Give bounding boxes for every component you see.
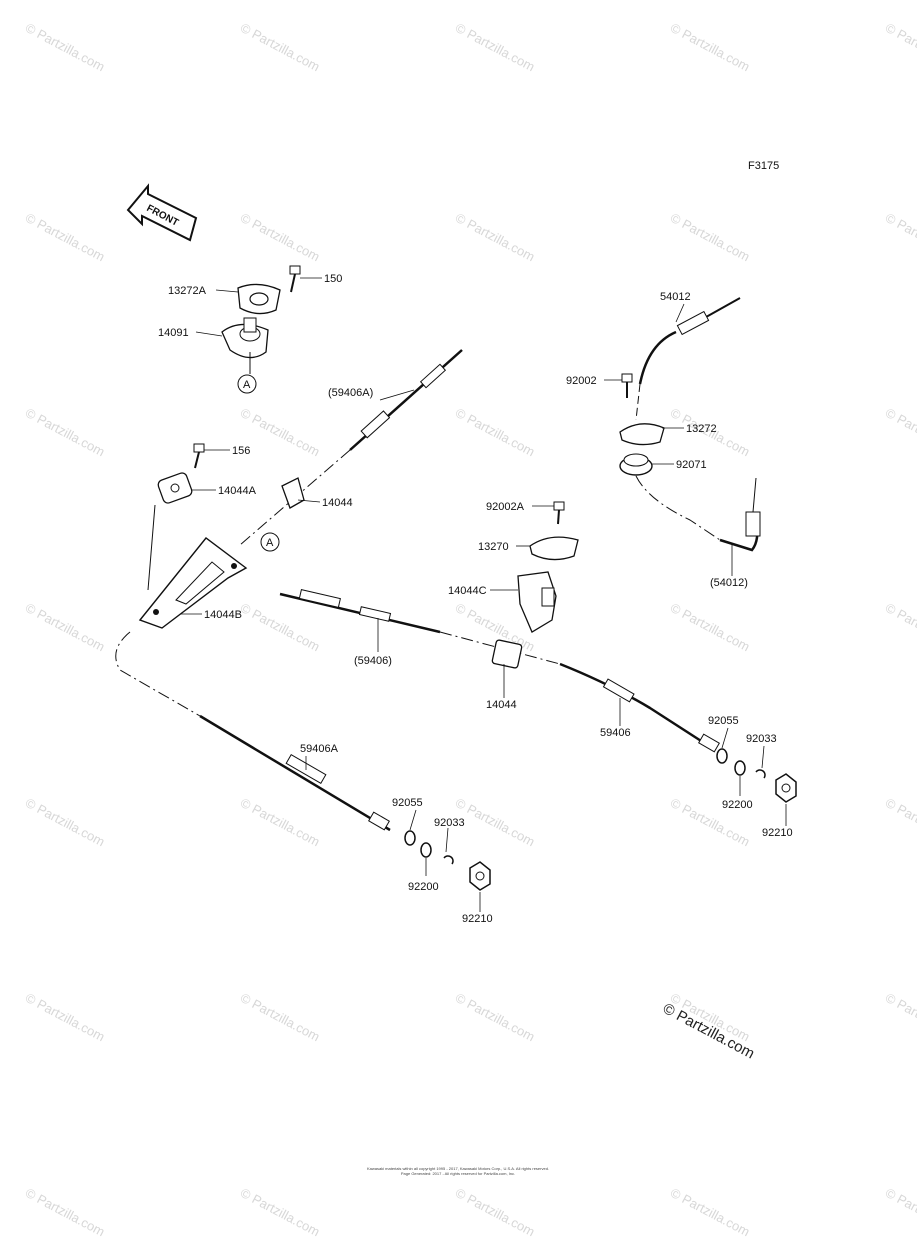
callout-14044c: 14044C	[448, 585, 487, 597]
clamp-14044-upper-part	[281, 477, 305, 509]
bracket-14044b-part	[138, 537, 248, 629]
callout-92210-right: 92210	[762, 827, 793, 839]
callout-59406: 59406	[600, 727, 631, 739]
callout-150: 150	[324, 273, 342, 285]
bolt-92002a-part	[553, 501, 565, 525]
cable-59406a-upper	[239, 349, 463, 546]
washer-92200-left-part	[420, 842, 432, 858]
clip-92033-right-part	[755, 769, 766, 779]
ref-marker-a-2-label: A	[266, 537, 274, 549]
holder-14091-part	[221, 317, 269, 359]
bracket-14044c-part	[517, 571, 557, 633]
callout-92033-right: 92033	[746, 733, 777, 745]
cable-54012-part	[635, 297, 741, 421]
footer-line-1: Kawasaki materials within all copyright …	[366, 1166, 550, 1171]
cable-54012-lower	[635, 475, 761, 552]
ref-marker-a-1-label: A	[243, 379, 251, 391]
callout-54012: 54012	[660, 291, 691, 303]
callout-54012-paren: (54012)	[710, 577, 748, 589]
bolt-156-part	[193, 443, 205, 469]
callout-13272a: 13272A	[168, 285, 207, 297]
callout-14044-upper: 14044	[322, 497, 353, 509]
copyright-footer: Kawasaki materials within all copyright …	[338, 1166, 578, 1176]
ref-marker-a-1: A	[237, 374, 257, 394]
leader-lines	[180, 277, 787, 912]
callout-14044a: 14044A	[218, 485, 257, 497]
bolt-150-part	[289, 265, 301, 293]
callout-92002a: 92002A	[486, 501, 525, 513]
callout-59406-paren: (59406)	[354, 655, 392, 667]
callout-92055-right: 92055	[708, 715, 739, 727]
callout-14044b: 14044B	[204, 609, 242, 621]
grommet-92071-part	[619, 453, 653, 476]
cable-59406-right	[559, 662, 720, 753]
callout-labels: 13272A 150 14091 (59406A) 156 14044A 140…	[158, 273, 793, 925]
callout-92071: 92071	[676, 459, 707, 471]
callout-13270: 13270	[478, 541, 509, 553]
cable-59406a-lower	[115, 631, 391, 832]
nut-92210-left-part	[469, 861, 491, 891]
ref-marker-a-2: A	[260, 532, 280, 552]
clamp-14044a-part	[157, 472, 193, 504]
callout-92210-left: 92210	[462, 913, 493, 925]
washer-92200-right-part	[734, 760, 746, 776]
callout-59406a-paren: (59406A)	[328, 387, 373, 399]
plate-13270-part	[529, 536, 579, 561]
callout-14044-mid: 14044	[486, 699, 517, 711]
callout-59406a: 59406A	[300, 743, 339, 755]
bolt-92002-part	[621, 373, 633, 398]
callout-156: 156	[232, 445, 250, 457]
parts-diagram: FRONT	[115, 183, 797, 925]
callout-92033-left: 92033	[434, 817, 465, 829]
callout-92002: 92002	[566, 375, 597, 387]
callout-92055-left: 92055	[392, 797, 423, 809]
front-arrow-icon: FRONT	[126, 183, 198, 242]
callout-14091: 14091	[158, 327, 189, 339]
washer-92055-right-part	[716, 748, 728, 764]
callout-92200-right: 92200	[722, 799, 753, 811]
callout-13272: 13272	[686, 423, 717, 435]
callout-92200-left: 92200	[408, 881, 439, 893]
nut-92210-right-part	[775, 773, 797, 803]
diagram-code: F3175	[748, 160, 780, 172]
footer-line-2: Page Generated: 2017 - All rights reserv…	[400, 1171, 516, 1176]
cable-59406-middle	[279, 589, 561, 665]
clip-92033-left-part	[443, 855, 454, 865]
washer-92055-left-part	[404, 830, 416, 846]
gasket-13272a-part	[237, 283, 281, 315]
clamp-14044-mid-part	[491, 639, 523, 669]
plate-13272-part	[619, 423, 665, 446]
